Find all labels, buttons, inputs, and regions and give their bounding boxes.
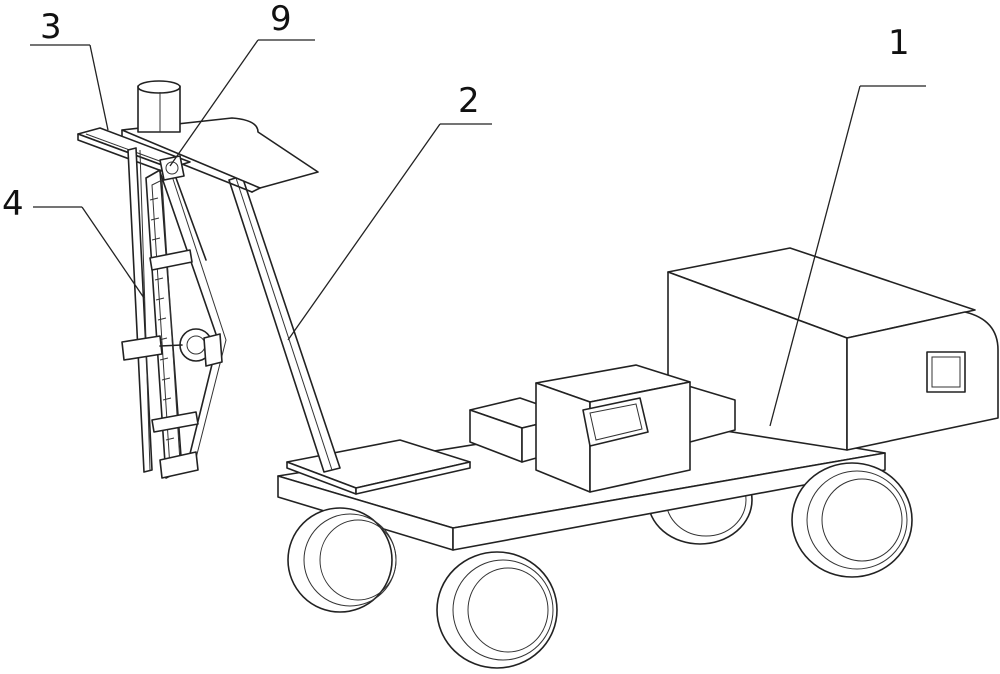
- support-arm: [121, 80, 471, 495]
- drive-mechanism: [159, 155, 185, 181]
- label-1: 1: [888, 23, 910, 63]
- rear-right-wheel: [791, 462, 913, 578]
- clamp-block: [121, 335, 163, 361]
- front-right-wheel: [436, 551, 558, 669]
- label-3: 3: [40, 7, 62, 47]
- label-9: 9: [270, 0, 292, 39]
- platform-right-face: [452, 452, 886, 551]
- cutter-assembly: [121, 147, 227, 479]
- cabin-right-face: [846, 311, 999, 451]
- vehicle-body: [277, 247, 999, 551]
- control-box-screen: [582, 397, 649, 447]
- leader-lines: [30, 39, 926, 427]
- cabin-window: [926, 351, 966, 393]
- front-left-wheel: [287, 507, 397, 613]
- label-4: 4: [2, 184, 24, 224]
- label-2: 2: [458, 81, 480, 121]
- arm-top-plate: [121, 117, 319, 189]
